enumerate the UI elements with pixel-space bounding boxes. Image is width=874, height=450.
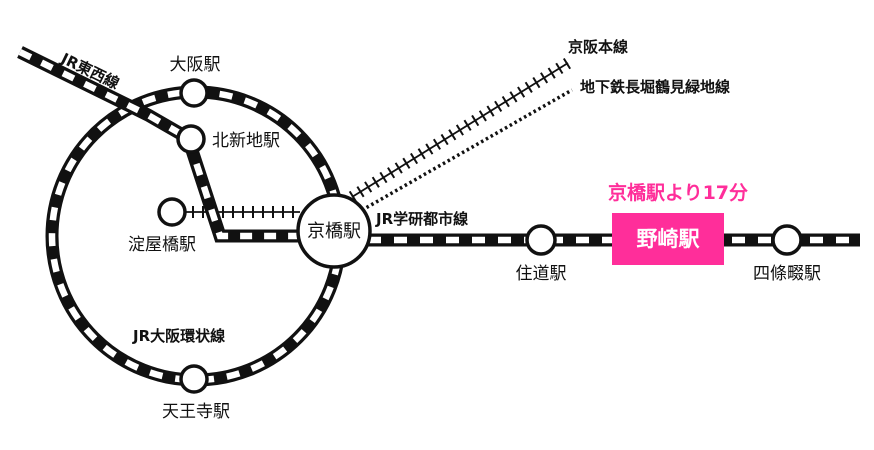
travel-time-label: 京橋駅より17分 xyxy=(608,181,748,204)
label-kitashinchi-station: 北新地駅 xyxy=(212,131,280,151)
station-yodoyabashi-marker xyxy=(157,197,187,227)
label-tennoji-station: 天王寺駅 xyxy=(162,402,230,422)
station-shijonawate-marker xyxy=(771,224,803,256)
label-yodoyabashi-station: 淀屋橋駅 xyxy=(128,235,196,255)
label-shijonawate-station: 四條畷駅 xyxy=(753,264,821,284)
station-kyobashi-marker xyxy=(296,193,372,269)
label-keihan: 京阪本線 xyxy=(568,38,628,56)
label-osaka-station: 大阪駅 xyxy=(170,55,221,75)
station-osaka-marker xyxy=(179,78,209,108)
keihan-line xyxy=(348,57,572,203)
station-kitashinchi-marker xyxy=(176,124,206,154)
label-jr-osaka-loop: JR大阪環状線 xyxy=(132,327,225,345)
label-jr-gakkentoshi: JR学研都市線 xyxy=(375,210,468,228)
label-kyobashi-station: 京橋駅 xyxy=(307,221,361,242)
label-nozaki-station: 野崎駅 xyxy=(637,227,701,251)
station-sumimichi-marker xyxy=(525,224,557,256)
subway-line xyxy=(356,88,573,215)
label-sumimichi-station: 住道駅 xyxy=(516,264,567,284)
label-subway-nagahori: 地下鉄長堀鶴見緑地線 xyxy=(580,78,730,96)
station-nozaki-box xyxy=(612,213,724,265)
station-tennoji-marker xyxy=(179,364,209,394)
